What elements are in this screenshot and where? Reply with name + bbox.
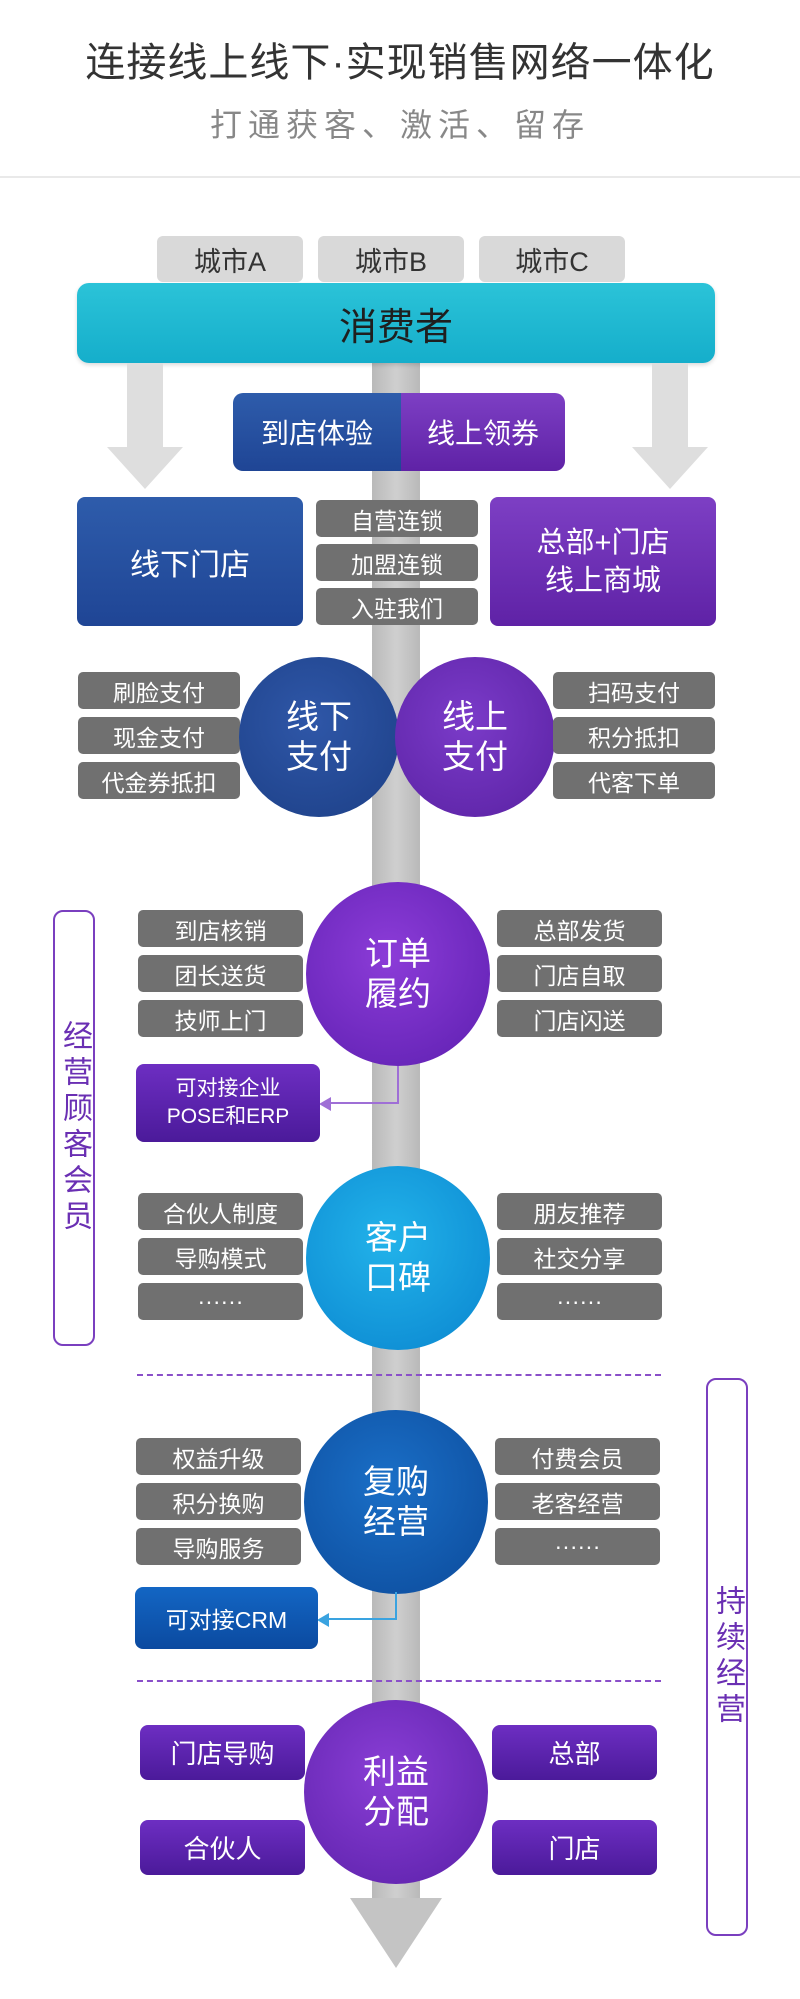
repurchase-circle: 复购 经营 <box>304 1410 488 1594</box>
profit-distribution-circle: 利益 分配 <box>304 1700 488 1884</box>
pay-face: 刷脸支付 <box>78 672 240 709</box>
right-down-arrow-shaft <box>652 363 688 449</box>
city-a-tag: 城市A <box>157 236 303 282</box>
rep-more-right: ······ <box>497 1283 662 1320</box>
right-down-arrowhead <box>632 447 708 489</box>
header-panel: 连接线上线下·实现销售网络一体化 打通获客、激活、留存 <box>0 0 800 178</box>
rp-points: 积分换购 <box>136 1483 301 1520</box>
offline-payment-circle: 线下 支付 <box>239 657 399 817</box>
profit-partner: 合伙人 <box>140 1820 305 1875</box>
rep-more-left: ······ <box>138 1283 303 1320</box>
online-mall-line-2: 线上商城 <box>544 564 661 597</box>
consumer-bar: 消费者 <box>77 283 715 363</box>
chain-self-operated: 自营连锁 <box>316 500 478 537</box>
pay-cash: 现金支付 <box>78 717 240 754</box>
rep-guide: 导购模式 <box>138 1238 303 1275</box>
in-store-experience-box: 到店体验 <box>233 393 401 471</box>
section-divider-1 <box>137 1374 661 1376</box>
order-fulfillment-circle: 订单 履约 <box>306 882 490 1066</box>
central-flow-arrowhead <box>350 1898 442 1968</box>
fulfill-verify: 到店核销 <box>138 910 303 947</box>
pay-scan: 扫码支付 <box>553 672 715 709</box>
rep-partner: 合伙人制度 <box>138 1193 303 1230</box>
rp-upgrade: 权益升级 <box>136 1438 301 1475</box>
page-subtitle: 打通获客、激活、留存 <box>209 107 590 143</box>
left-down-arrowhead <box>107 447 183 489</box>
rp-old-customer: 老客经营 <box>495 1483 660 1520</box>
online-coupon-box: 线上领券 <box>401 393 565 471</box>
fulfill-flash: 门店闪送 <box>497 1000 662 1037</box>
fulfill-technician: 技师上门 <box>138 1000 303 1037</box>
profit-hq: 总部 <box>492 1725 657 1780</box>
online-mall-box: 总部+门店 线上商城 <box>490 497 716 626</box>
offline-store-box: 线下门店 <box>77 497 303 626</box>
chain-franchise: 加盟连锁 <box>316 544 478 581</box>
page-title: 连接线上线下·实现销售网络一体化 <box>85 41 715 85</box>
fulfill-pickup: 门店自取 <box>497 955 662 992</box>
erp-line-1: 可对接企业 <box>175 1077 281 1100</box>
left-down-arrow-shaft <box>127 363 163 449</box>
city-c-tag: 城市C <box>479 236 625 282</box>
members-side-label: 经营顾客会员 <box>53 910 95 1346</box>
city-b-tag: 城市B <box>318 236 464 282</box>
sustain-side-label-text: 持续经营 <box>711 1585 744 1729</box>
crm-connector-arrowhead <box>317 1613 329 1627</box>
rp-paid-member: 付费会员 <box>495 1438 660 1475</box>
rep-friend: 朋友推荐 <box>497 1193 662 1230</box>
crm-integration-box: 可对接CRM <box>135 1587 318 1649</box>
crm-connector-line <box>326 1592 397 1620</box>
online-payment-circle: 线上 支付 <box>395 657 555 817</box>
online-mall-line-1: 总部+门店 <box>536 526 670 559</box>
pay-on-behalf: 代客下单 <box>553 762 715 799</box>
rp-guide-service: 导购服务 <box>136 1528 301 1565</box>
rp-more: ······ <box>495 1528 660 1565</box>
erp-connector-arrowhead <box>319 1097 331 1111</box>
profit-store: 门店 <box>492 1820 657 1875</box>
sustain-side-label: 持续经营 <box>706 1378 748 1936</box>
members-side-label-text: 经营顾客会员 <box>58 1020 91 1236</box>
pay-points: 积分抵扣 <box>553 717 715 754</box>
fulfill-hq-shipping: 总部发货 <box>497 910 662 947</box>
pay-voucher: 代金券抵扣 <box>78 762 240 799</box>
erp-integration-box: 可对接企业 POSE和ERP <box>136 1064 320 1142</box>
profit-store-guide: 门店导购 <box>140 1725 305 1780</box>
erp-line-2: POSE和ERP <box>166 1105 290 1128</box>
fulfill-leader-delivery: 团长送货 <box>138 955 303 992</box>
customer-reputation-circle: 客户 口碑 <box>306 1166 490 1350</box>
erp-connector-line <box>328 1066 399 1104</box>
section-divider-2 <box>137 1680 661 1682</box>
rep-social: 社交分享 <box>497 1238 662 1275</box>
chain-join-us: 入驻我们 <box>316 588 478 625</box>
